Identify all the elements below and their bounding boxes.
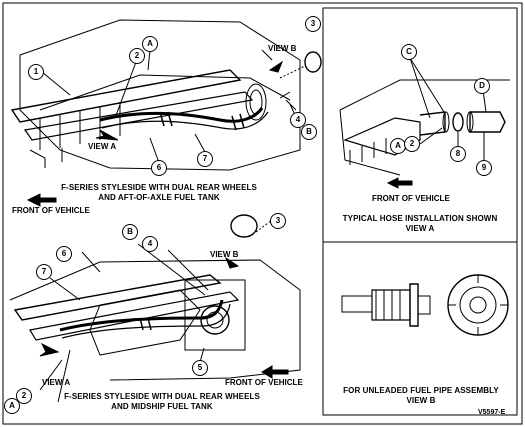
view-a-caption: TYPICAL HOSE INSTALLATION SHOWN VIEW A [330, 214, 510, 234]
front-of-vehicle-label: FRONT OF VEHICLE [372, 194, 450, 203]
view-a-label: VIEW A [42, 378, 71, 387]
view-b-label: VIEW B [210, 250, 239, 259]
callout-3: 3 [270, 213, 286, 229]
callout-6: 6 [56, 246, 72, 262]
bottom-left-illustration [9, 214, 301, 403]
callout-letter-d: D [474, 78, 490, 94]
callout-7: 7 [36, 264, 52, 280]
callout-letter-c: C [401, 44, 417, 60]
view-b-caption: FOR UNLEADED FUEL PIPE ASSEMBLY VIEW B [330, 386, 512, 406]
top-left-illustration [10, 19, 322, 171]
callout-letter-a: A [142, 36, 158, 52]
callout-4: 4 [142, 236, 158, 252]
front-of-vehicle-label: FRONT OF VEHICLE [225, 378, 303, 387]
view-b-label: VIEW B [268, 44, 297, 53]
bottom-left-caption: F-SERIES STYLESIDE WITH DUAL REAR WHEELS… [56, 392, 268, 412]
figure-id: V5597-E [478, 409, 506, 416]
callout-letter-b: B [301, 124, 317, 140]
view-b-panel [322, 241, 518, 416]
front-of-vehicle-label: FRONT OF VEHICLE [12, 206, 90, 215]
callout-2: 2 [129, 48, 145, 64]
caption-line: F-SERIES STYLESIDE WITH DUAL REAR WHEELS [61, 183, 257, 192]
view-b-illustration [341, 274, 509, 336]
callout-6: 6 [151, 160, 167, 176]
callout-4: 4 [290, 112, 306, 128]
callout-1: 1 [28, 64, 44, 80]
callout-7: 7 [197, 151, 213, 167]
callout-letter-a: A [4, 398, 20, 414]
callout-2: 2 [16, 388, 32, 404]
caption-line: AND AFT-OF-AXLE FUEL TANK [98, 193, 220, 202]
caption-line: VIEW B [406, 396, 436, 405]
caption-line: F-SERIES STYLESIDE WITH DUAL REAR WHEELS [64, 392, 260, 401]
caption-line: TYPICAL HOSE INSTALLATION SHOWN [342, 214, 498, 223]
callout-9: 9 [476, 160, 492, 176]
caption-line: VIEW A [405, 224, 435, 233]
callout-5: 5 [192, 360, 208, 376]
top-left-caption: F-SERIES STYLESIDE WITH DUAL REAR WHEELS… [54, 183, 264, 203]
callout-3: 3 [305, 16, 321, 32]
caption-line: FOR UNLEADED FUEL PIPE ASSEMBLY [343, 386, 499, 395]
view-a-illustration [339, 57, 510, 176]
view-a-label: VIEW A [88, 142, 117, 151]
callout-8: 8 [450, 146, 466, 162]
callout-letter-b: B [122, 224, 138, 240]
caption-line: AND MIDSHIP FUEL TANK [111, 402, 213, 411]
callout-2: 2 [404, 136, 420, 152]
